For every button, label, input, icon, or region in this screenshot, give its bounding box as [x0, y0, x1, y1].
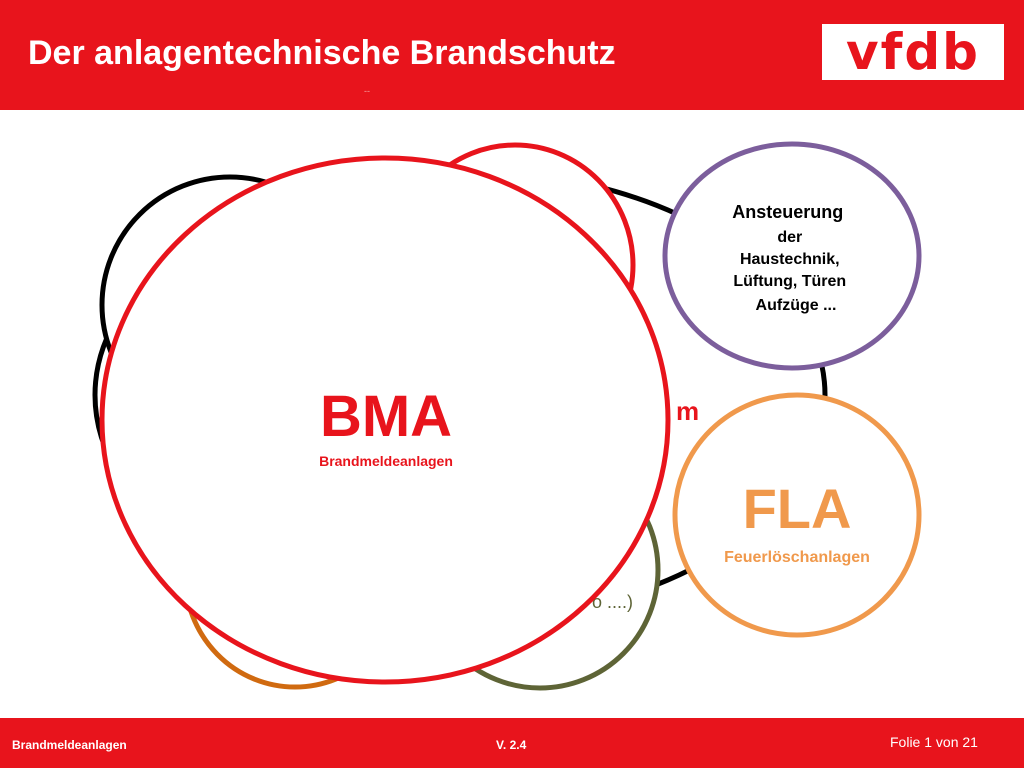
fla-circle: [672, 392, 922, 638]
footer-slide-number: Folie 1 von 21: [890, 734, 978, 750]
page-title: Der anlagentechnische Brandschutz: [28, 34, 616, 72]
fla-label: Feuerlöschanlagen: [724, 549, 870, 566]
control-line-3: Haustechnik,: [740, 251, 840, 268]
partial-text-dots: o ....): [592, 592, 633, 612]
bma-title: BMA: [320, 384, 452, 449]
bma-label: Brandmeldeanlagen: [319, 453, 453, 469]
control-line-4: Lüftung, Türen: [733, 273, 846, 290]
vfdb-logo: vfdb: [820, 22, 1006, 82]
footer-topic: Brandmeldeanlagen: [12, 738, 127, 752]
fla-title: FLA: [743, 477, 852, 540]
control-line-1: Ansteuerung: [732, 202, 843, 222]
footer-bar: Brandmeldeanlagen V. 2.4 Folie 1 von 21: [0, 718, 1024, 768]
logo-text: vfdb: [846, 23, 980, 81]
footer-version: V. 2.4: [496, 738, 527, 752]
page-subtitle: --: [364, 86, 370, 96]
partial-text-m: m: [676, 396, 699, 426]
bma-circle: [99, 155, 671, 685]
control-circle: [662, 141, 922, 371]
control-line-5: Aufzüge ...: [756, 297, 837, 314]
control-text: Ansteuerung der Haustechnik, Lüftung, Tü…: [732, 202, 850, 314]
control-line-2: der: [777, 229, 802, 246]
header-bar: Der anlagentechnische Brandschutz -- vfd…: [0, 0, 1024, 110]
